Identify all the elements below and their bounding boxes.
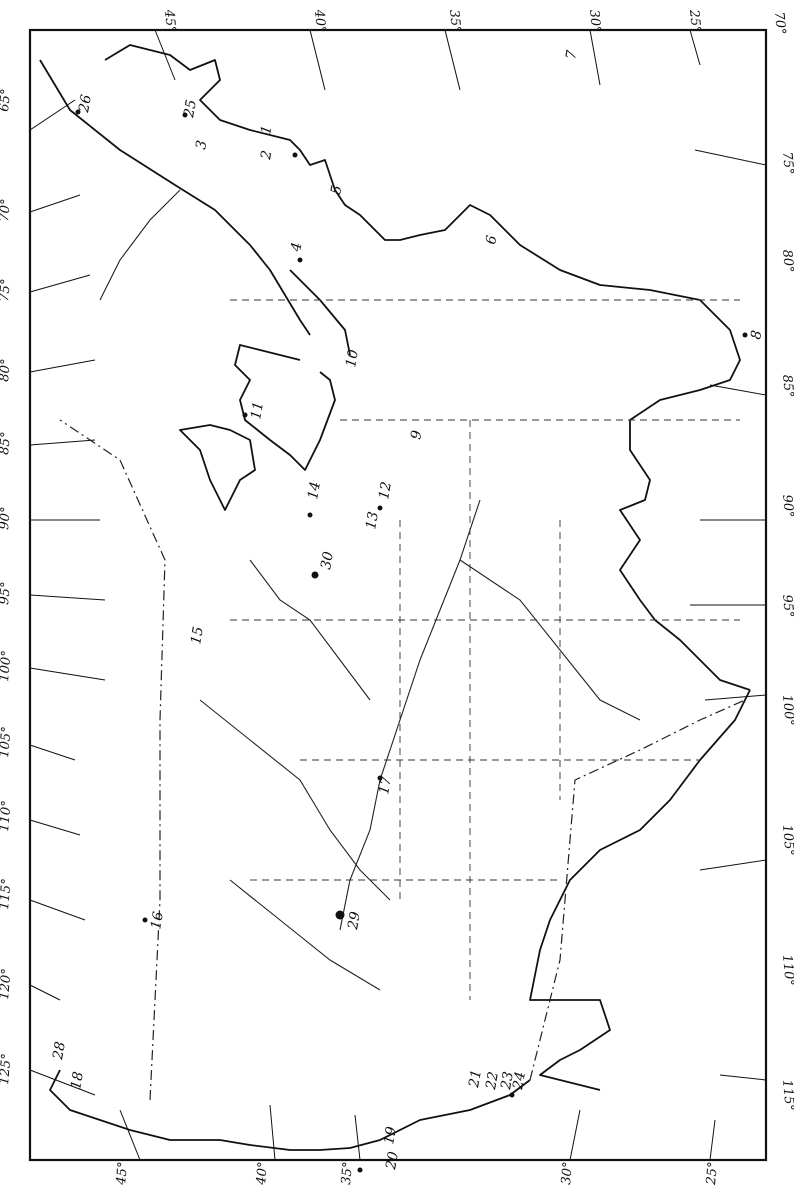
longitude-label-top-12: 125°: [0, 1053, 15, 1086]
latitude-label-right-2: 35°: [446, 9, 463, 33]
atlantic-coast: [104, 44, 751, 691]
longitude-label-top-9: 110°: [0, 800, 15, 833]
site-numbers: 1 2 3 4 5 6 7 8 9 10 11 12 13 14 15 16 1…: [50, 49, 765, 1172]
rivers: [99, 189, 641, 991]
longitude-label-bottom-0: 75°: [779, 151, 794, 175]
longitude-label-bottom-2: 85°: [779, 374, 794, 398]
site-label-20: 20: [383, 1150, 402, 1171]
site-label-24: 24: [510, 1070, 529, 1091]
pacific-coast: [49, 1069, 531, 1151]
site-label-15: 15: [188, 625, 207, 645]
latitude-label-right-3: 30°: [586, 9, 603, 33]
graticule-ticks: [29, 29, 767, 1161]
longitude-label-top-4: 85°: [0, 431, 14, 455]
latitude-label-left-0: 45°: [114, 1161, 131, 1186]
longitude-label-bottom-4: 95°: [779, 594, 794, 618]
site-label-11: 11: [248, 400, 267, 420]
longitude-label-top-6: 95°: [0, 581, 14, 605]
gulf-coast: [529, 689, 751, 1091]
longitude-label-top-3: 80°: [0, 358, 14, 382]
site-dots: [75, 109, 748, 1173]
site-label-5: 5: [328, 184, 345, 196]
longitude-label-bottom-3: 90°: [779, 494, 794, 518]
latitude-label-left-4: 25°: [704, 1161, 721, 1186]
longitude-labels: 65° 70° 75° 80° 85° 90° 95° 100° 105° 11…: [0, 88, 794, 1111]
site-label-16: 16: [148, 910, 167, 930]
site-label-28: 28: [50, 1040, 69, 1061]
latitude-label-left-1: 40°: [254, 1161, 271, 1186]
longitude-label-top-2: 75°: [0, 278, 14, 302]
site-label-6: 6: [483, 234, 500, 246]
site-label-30: 30: [318, 550, 337, 570]
longitude-label-bottom-5: 100°: [779, 694, 794, 727]
great-lakes-and-st-lawrence: [39, 59, 351, 511]
site-label-18: 18: [68, 1070, 87, 1090]
site-label-8: 8: [748, 329, 765, 341]
site-label-14: 14: [305, 480, 324, 500]
state-lines: [230, 299, 740, 1000]
latitude-label-left-2: 35°: [339, 1161, 356, 1185]
latitude-label-left-3: 30°: [559, 1161, 576, 1185]
site-label-1: 1: [258, 124, 275, 136]
longitude-label-top-8: 105°: [0, 726, 15, 759]
site-label-17: 17: [376, 775, 395, 795]
site-label-12: 12: [376, 480, 395, 500]
longitude-label-bottom-6: 105°: [779, 824, 794, 857]
corner-longitude-label: 70°: [771, 11, 788, 35]
mexico-border: [529, 699, 746, 1081]
longitude-label-top-5: 90°: [0, 506, 14, 530]
longitude-label-top-0: 65°: [0, 88, 14, 112]
site-label-19: 19: [381, 1125, 400, 1145]
latitude-labels: 45° 40° 35° 30° 25° 45° 40° 35° 30° 25° …: [114, 8, 788, 1186]
site-label-25: 25: [181, 98, 200, 119]
site-label-10: 10: [343, 348, 362, 368]
longitude-label-bottom-7: 110°: [779, 954, 794, 987]
longitude-label-top-1: 70°: [0, 198, 14, 222]
latitude-label-right-4: 25°: [686, 8, 703, 33]
longitude-label-top-7: 100°: [0, 650, 15, 683]
site-label-23: 23: [498, 1070, 517, 1091]
longitude-label-top-10: 115°: [0, 878, 15, 911]
site-label-4: 4: [288, 241, 305, 254]
site-label-7: 7: [563, 49, 580, 61]
site-label-2: 2: [258, 149, 275, 162]
site-label-22: 22: [483, 1070, 502, 1091]
site-label-21: 21: [466, 1068, 485, 1089]
site-label-29: 29: [345, 910, 364, 931]
site-label-3: 3: [193, 139, 210, 151]
longitude-label-bottom-8: 115°: [779, 1079, 794, 1112]
latitude-label-right-0: 45°: [161, 8, 178, 33]
longitude-label-top-11: 120°: [0, 968, 15, 1001]
longitude-label-bottom-1: 80°: [779, 249, 794, 273]
site-label-9: 9: [408, 429, 425, 441]
site-label-13: 13: [363, 510, 382, 530]
canada-border: [59, 419, 166, 1101]
site-label-26: 26: [76, 93, 95, 114]
map-frame: [28, 28, 768, 1162]
latitude-label-right-1: 40°: [311, 8, 328, 33]
